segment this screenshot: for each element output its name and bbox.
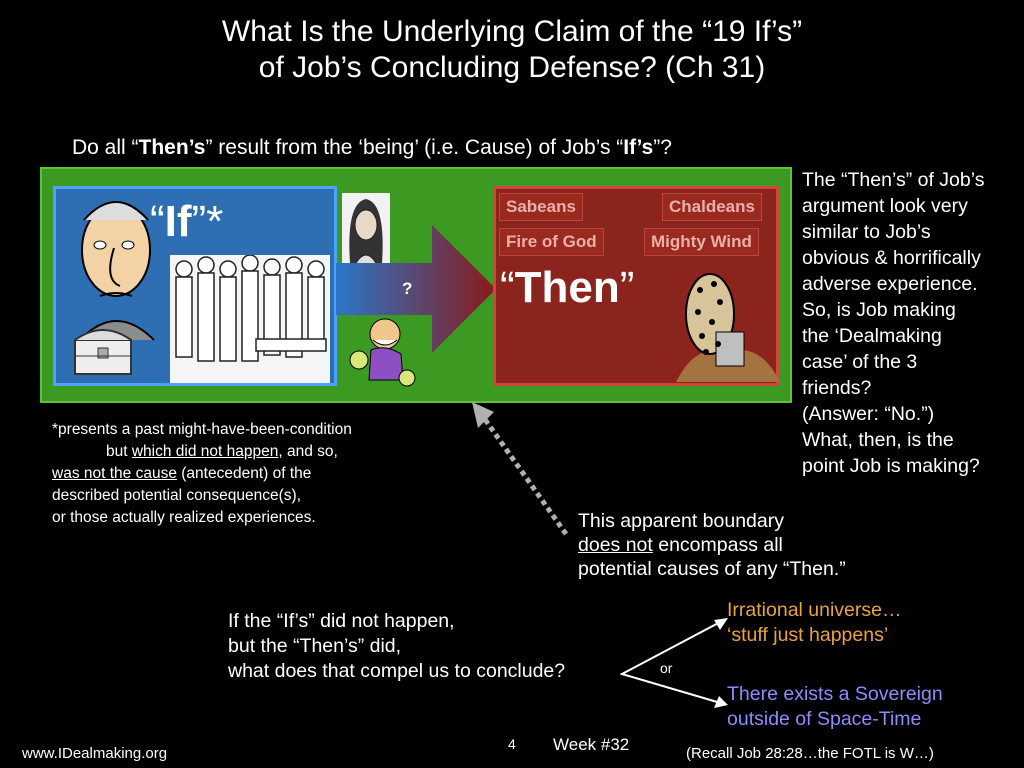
slide-title: What Is the Underlying Claim of the “19 … <box>0 14 1024 86</box>
recall-note: (Recall Job 28:28…the FOTL is W…) <box>686 745 934 762</box>
side-line-12: point Job is making? <box>802 455 980 477</box>
side-line-5: adverse experience. <box>802 273 978 295</box>
boundary-line-1: This apparent boundary <box>578 510 784 532</box>
tag-sabeans: Sabeans <box>499 193 583 221</box>
website-url: www.IDealmaking.org <box>22 745 168 762</box>
compel-line-2: but the “Then’s” did, <box>228 635 402 657</box>
side-line-9: friends? <box>802 377 872 399</box>
page-number: 4 <box>508 736 516 752</box>
footnote-line-1: *presents a past might-have-been-conditi… <box>52 421 352 438</box>
irrational-line-1: Irrational universe… <box>727 599 902 621</box>
compel-line-3: what does that compel us to conclude? <box>228 660 566 682</box>
question-text: Do all “Then’s” result from the ‘being’ … <box>72 136 672 160</box>
title-line-1: What Is the Underlying Claim of the “19 … <box>221 15 803 48</box>
option-irrational-universe: Irrational universe… ‘stuff just happens… <box>727 598 902 648</box>
then-word: Then <box>514 263 620 312</box>
then-close-quote: ” <box>619 263 635 312</box>
boundary-line-2-underlined: does not <box>578 534 653 556</box>
or-label: or <box>660 660 673 676</box>
question-ifs: If’s <box>623 136 654 159</box>
arrow-question-mark: ? <box>402 279 413 298</box>
footnote-line-3-underlined: was not the cause <box>52 465 177 482</box>
footnote-line-2-post: , and so, <box>278 443 338 460</box>
side-line-6: So, is Job making <box>802 299 956 321</box>
asterisk-footnote: *presents a past might-have-been-conditi… <box>52 419 452 529</box>
woman-portrait-illustration <box>342 193 390 267</box>
side-line-1: The “Then’s” of Job’s <box>802 169 985 191</box>
side-explanation: The “Then’s” of Job’s argument look very… <box>802 167 1022 479</box>
tag-mighty-wind: Mighty Wind <box>644 228 759 256</box>
job-portrait-illustration <box>79 201 155 341</box>
tag-chaldeans: Chaldeans <box>662 193 762 221</box>
side-line-4: obvious & horrifically <box>802 247 981 269</box>
boundary-line-3: potential causes of any “Then.” <box>578 558 846 580</box>
boundary-line-2-post: encompass all <box>652 534 783 556</box>
if-label: “If”* <box>150 197 223 247</box>
week-label: Week #32 <box>553 735 630 754</box>
if-word: If <box>164 197 192 246</box>
footnote-line-3: was not the cause (antecedent) of the <box>52 463 452 485</box>
side-line-10: (Answer: “No.”) <box>802 403 935 425</box>
irrational-line-2: ‘stuff just happens’ <box>727 624 889 646</box>
tag-fire-of-god: Fire of God <box>499 228 604 256</box>
footnote-line-2: but which did not happen, and so, <box>52 441 452 463</box>
fork-arrows <box>620 618 728 708</box>
footnote-line-5: or those actually realized experiences. <box>52 509 316 526</box>
boundary-line-2: does not encompass all <box>578 533 846 557</box>
wealthy-man-illustration <box>349 318 416 387</box>
side-line-7: the ‘Dealmaking <box>802 325 942 347</box>
if-open-quote: “ <box>150 197 165 246</box>
dotted-pointer-arrow <box>472 402 569 536</box>
question-mid: ” result from the ‘being’ (i.e. Cause) o… <box>205 136 624 159</box>
footnote-line-2-underlined: which did not happen <box>131 443 279 460</box>
conclusion-question: If the “If’s” did not happen, but the “T… <box>228 609 565 684</box>
sovereign-line-2: outside of Space-Time <box>727 708 922 730</box>
boundary-note: This apparent boundary does not encompas… <box>578 509 846 581</box>
question-thens: Then’s <box>138 136 206 159</box>
suffering-job-illustration <box>676 273 780 382</box>
side-line-2: argument look very <box>802 195 968 217</box>
then-open-quote: “ <box>500 263 515 312</box>
option-sovereign: There exists a Sovereign outside of Spac… <box>727 682 943 732</box>
footnote-line-2-pre: but <box>106 443 132 460</box>
footnote-line-3-post: (antecedent) of the <box>176 465 312 482</box>
compel-line-1: If the “If’s” did not happen, <box>228 610 455 632</box>
then-label: “Then” <box>500 263 634 313</box>
side-line-8: case’ of the 3 <box>802 351 918 373</box>
crowd-illustration <box>170 255 330 383</box>
footnote-line-4: described potential consequence(s), <box>52 487 302 504</box>
treasure-chest-icon <box>74 329 132 375</box>
question-post: ”? <box>653 136 672 159</box>
title-line-2: of Job’s Concluding Defense? (Ch 31) <box>258 51 766 84</box>
side-line-3: similar to Job’s <box>802 221 931 243</box>
cause-arrow <box>336 225 496 353</box>
sovereign-line-1: There exists a Sovereign <box>727 683 943 705</box>
if-close-asterisk: ”* <box>191 197 224 246</box>
question-pre: Do all “ <box>72 136 139 159</box>
side-line-11: What, then, is the <box>802 429 954 451</box>
